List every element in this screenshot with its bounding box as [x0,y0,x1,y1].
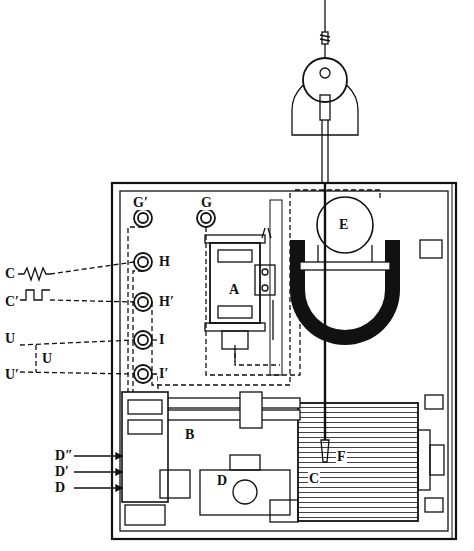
contact-switch [255,200,282,375]
callout-letter: C [308,472,320,486]
callout-letter: C′ [4,295,20,309]
gear-train [165,392,300,428]
drive-motor [200,455,298,522]
callout-letter: B [184,428,195,442]
leader-lines [74,453,122,491]
callout-letter: I [158,333,165,347]
callout-letter: E [338,218,349,232]
square-wave [18,290,50,300]
right-clamp [420,240,442,258]
pole-bridge [300,262,390,270]
callout-letter: G′ [132,196,149,210]
housing-outer [112,183,456,539]
clockwork-block [122,392,190,525]
drum-axle [418,430,430,490]
right-fitting [425,395,443,409]
suspension-wire [324,0,325,32]
callout-letter: U′ [4,368,20,382]
resistor-symbol [18,268,50,280]
callout-letter: U [41,352,53,366]
callout-letter: H′ [158,295,175,309]
callout-letter: H [158,255,171,269]
callout-letter: D [54,481,66,495]
terminals [134,209,215,383]
callout-letter: U [4,332,16,346]
callout-letter: A [228,283,240,297]
callout-letter: G [200,196,213,210]
callout-letter: D′ [54,465,70,479]
callout-letter: D [216,474,228,488]
horseshoe-magnet [290,240,400,345]
internal-wiring [128,190,380,392]
callout-letter: F [336,450,347,464]
callout-letter: I′ [158,367,169,381]
callout-letter: C [4,267,16,281]
housing-inner [120,191,448,531]
recording-drum [298,403,418,521]
callout-letter: D″ [54,449,74,463]
suspension-coil [322,32,328,44]
right-fitting-lower [425,498,443,512]
external-wires [20,262,134,374]
